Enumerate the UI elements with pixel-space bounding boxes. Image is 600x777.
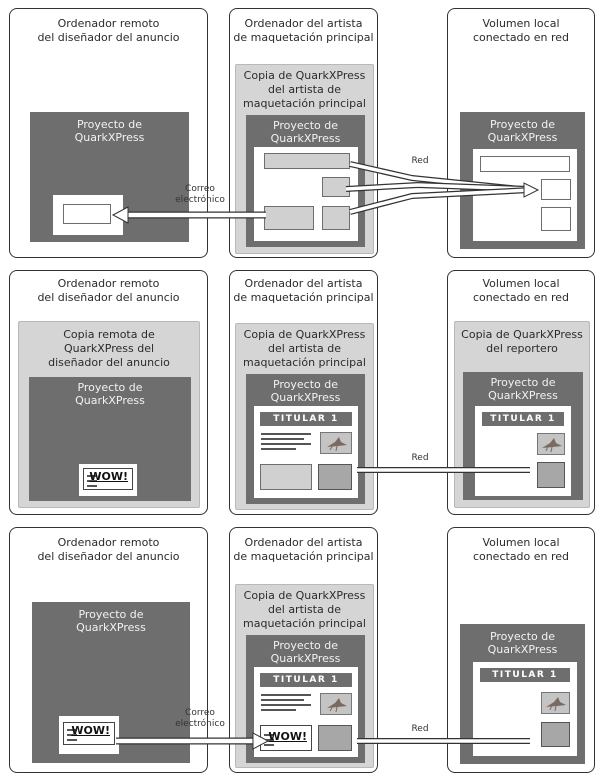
quarkxpress-project: Proyecto de QuarkXPress — [246, 115, 365, 247]
remote-designer-title: Ordenador remoto del diseñador del anunc… — [37, 536, 180, 563]
content-box — [541, 207, 571, 231]
project-label: Proyecto de QuarkXPress — [75, 381, 145, 407]
linked-box — [318, 725, 352, 751]
content-box — [264, 206, 314, 230]
headline-bar: TITULAR 1 — [260, 412, 352, 426]
wow-ad-text: WOW! — [71, 724, 110, 737]
reporter-copy-label: Copia de QuarkXPress del reportero — [461, 328, 583, 355]
layout-page: TITULAR 1 — [254, 406, 358, 498]
photo-box — [541, 692, 570, 714]
bird-icon — [327, 698, 347, 713]
headline-bar: TITULAR 1 — [260, 673, 352, 687]
linked-box — [537, 462, 565, 488]
article-text-lines — [261, 433, 311, 453]
wow-ad-text: WOW! — [268, 730, 307, 743]
content-box — [322, 206, 350, 230]
content-box — [260, 464, 312, 490]
artist-copy-label: Copia de QuarkXPress del artista de maqu… — [243, 328, 366, 369]
main-artist-title: Ordenador del artista de maquetación pri… — [233, 17, 374, 44]
main-artist-title: Ordenador del artista de maquetación pri… — [233, 277, 374, 304]
email-arrow-row3 — [116, 732, 270, 750]
ad-text-lines — [264, 734, 274, 749]
artist-quark-copy: Copia de QuarkXPress del artista de maqu… — [235, 64, 374, 254]
bird-icon — [542, 438, 562, 453]
network-volume-panel-row1: Volumen local conectado en red Proyecto … — [447, 8, 595, 258]
linked-box — [318, 464, 352, 490]
content-box — [264, 153, 350, 169]
main-artist-title: Ordenador del artista de maquetación pri… — [233, 536, 374, 563]
project-label: Proyecto de QuarkXPress — [270, 639, 341, 665]
artist-copy-label: Copia de QuarkXPress del artista de maqu… — [243, 69, 366, 110]
headline-bar: TITULAR 1 — [482, 412, 564, 426]
ad-text-lines — [87, 475, 97, 490]
email-arrow-row1 — [111, 206, 266, 224]
remote-designer-panel-row3: Ordenador remoto del diseñador del anunc… — [9, 527, 208, 773]
headline-bar: TITULAR 1 — [480, 668, 570, 682]
network-label-row2: Red — [411, 453, 429, 463]
photo-box — [320, 432, 352, 454]
content-box — [480, 156, 570, 172]
photo-box — [537, 433, 565, 455]
ad-text-lines — [67, 729, 77, 744]
bird-icon — [327, 437, 347, 452]
remote-designer-title: Ordenador remoto del diseñador del anunc… — [37, 17, 180, 44]
project-label: Proyecto de QuarkXPress — [74, 118, 145, 144]
project-label: Proyecto de QuarkXPress — [487, 118, 558, 144]
main-artist-panel-row1: Ordenador del artista de maquetación pri… — [229, 8, 378, 258]
project-label: Proyecto de QuarkXPress — [76, 608, 146, 634]
layout-page: TITULAR 1 WOW! — [254, 667, 358, 757]
layout-page: TITULAR 1 — [475, 406, 571, 496]
email-label-row3: Correo electrónico — [175, 708, 225, 729]
layout-page: WOW! — [59, 716, 119, 754]
project-label: Proyecto de QuarkXPress — [488, 376, 558, 402]
network-volume-title: Volumen local conectado en red — [472, 536, 570, 563]
main-artist-panel-row3: Ordenador del artista de maquetación pri… — [229, 527, 378, 773]
artist-copy-label: Copia de QuarkXPress del artista de maqu… — [243, 589, 366, 630]
article-text-lines — [261, 694, 311, 714]
remote-quark-copy: Copia remota de QuarkXPress del diseñado… — [18, 321, 200, 508]
layout-page: WOW! — [79, 464, 137, 496]
network-volume-title: Volumen local conectado en red — [472, 277, 570, 304]
project-label: Proyecto de QuarkXPress — [270, 378, 341, 404]
email-label-row1: Correo electrónico — [175, 184, 225, 205]
ad-box-empty — [63, 204, 111, 224]
quarkxpress-project: Proyecto de QuarkXPress TITULAR 1 — [246, 374, 365, 504]
quarkxpress-project: Proyecto de QuarkXPress TITULAR 1 WOW! — [246, 635, 365, 763]
reporter-quark-copy: Copia de QuarkXPress del reportero Proye… — [454, 321, 590, 508]
quarkxpress-project: Proyecto de QuarkXPress WOW! — [29, 377, 191, 501]
remote-designer-panel-row2: Ordenador remoto del diseñador del anunc… — [9, 270, 208, 515]
layout-page — [254, 147, 358, 241]
network-label-row3: Red — [411, 724, 429, 734]
remote-designer-panel-row1: Ordenador remoto del diseñador del anunc… — [9, 8, 208, 258]
wow-ad: WOW! — [260, 725, 312, 751]
quarkxpress-project: Proyecto de QuarkXPress TITULAR 1 — [463, 372, 583, 500]
project-label: Proyecto de QuarkXPress — [487, 630, 558, 656]
network-volume-title: Volumen local conectado en red — [472, 17, 570, 44]
bird-icon — [546, 697, 566, 712]
quarkxpress-project: Proyecto de QuarkXPress WOW! — [32, 602, 190, 763]
remote-designer-title: Ordenador remoto del diseñador del anunc… — [37, 277, 180, 304]
wow-ad: WOW! — [63, 722, 115, 745]
main-artist-panel-row2: Ordenador del artista de maquetación pri… — [229, 270, 378, 515]
photo-box — [320, 693, 352, 715]
artist-quark-copy: Copia de QuarkXPress del artista de maqu… — [235, 323, 374, 510]
artist-quark-copy: Copia de QuarkXPress del artista de maqu… — [235, 584, 374, 768]
linked-box — [541, 722, 570, 747]
project-label: Proyecto de QuarkXPress — [270, 119, 341, 145]
content-box — [541, 179, 571, 200]
remote-copy-label: Copia remota de QuarkXPress del diseñado… — [48, 328, 170, 369]
quarkxpress-project: Proyecto de QuarkXPress — [30, 112, 189, 242]
network-arrows-row1 — [345, 161, 540, 215]
layout-page — [53, 195, 123, 235]
network-label-row1: Red — [411, 156, 429, 166]
wow-ad-text: WOW! — [89, 470, 128, 483]
network-volume-panel-row2: Volumen local conectado en red Copia de … — [447, 270, 595, 515]
wow-ad: WOW! — [83, 468, 133, 490]
